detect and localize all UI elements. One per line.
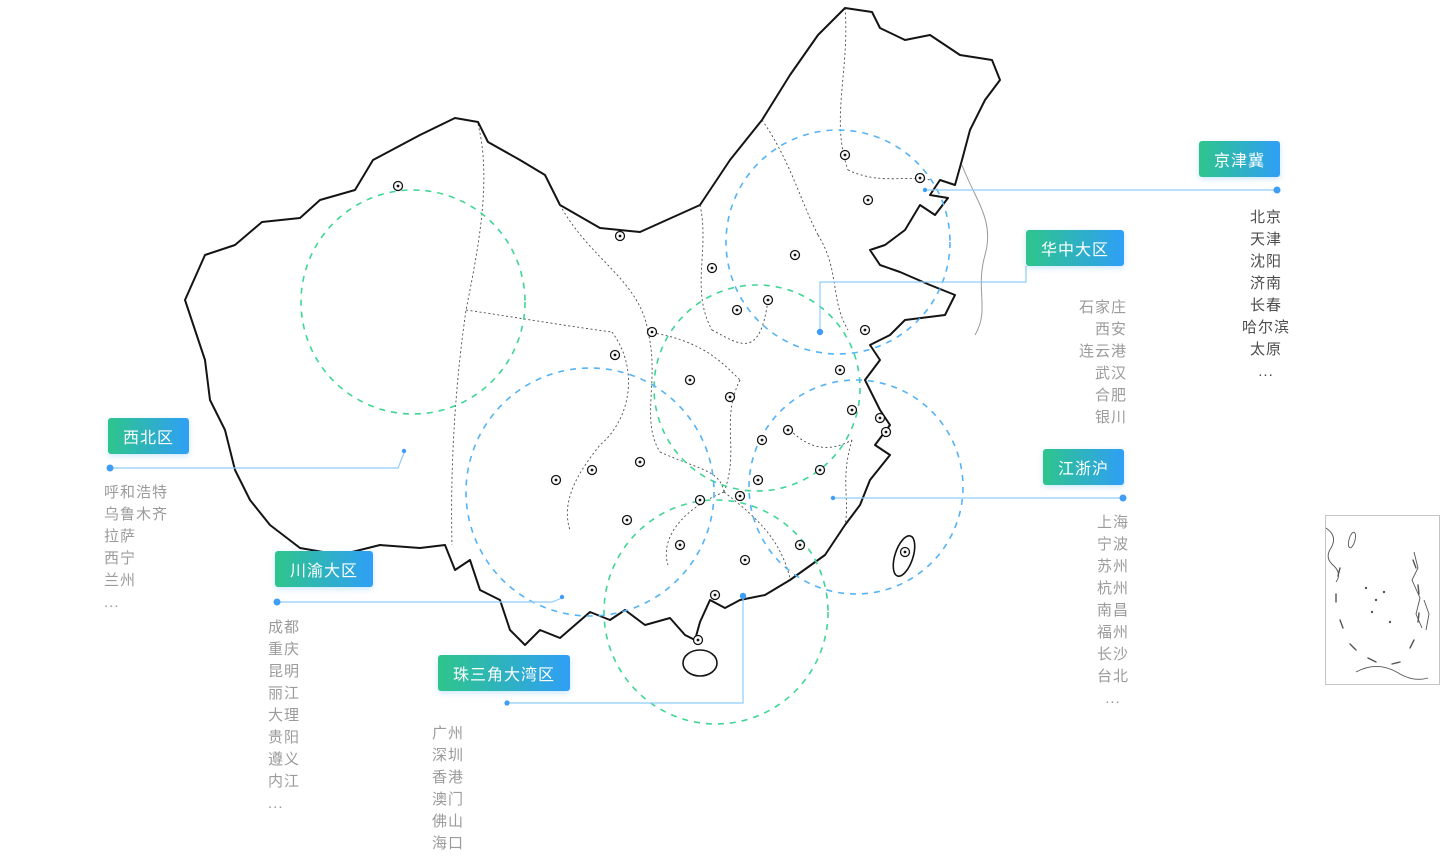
city-item: 台北 — [1096, 668, 1129, 685]
city-item: 武汉 — [1094, 365, 1127, 382]
city-item: ... — [432, 857, 448, 868]
city-item: 拉萨 — [104, 528, 137, 545]
city-item: 内江 — [268, 773, 301, 790]
south-china-sea-inset — [1325, 515, 1440, 685]
city-item: ... — [1258, 363, 1274, 380]
province-borders — [451, 7, 931, 579]
city-item: 兰州 — [104, 572, 137, 589]
city-item: 西安 — [1094, 321, 1127, 338]
city-item: 重庆 — [268, 641, 301, 658]
circle-northwest — [300, 189, 526, 415]
region-button-huazhong[interactable]: 华中大区 — [1026, 230, 1125, 266]
city-item: ... — [268, 795, 284, 812]
city-item: 广州 — [432, 725, 465, 742]
city-item: 丽江 — [268, 685, 301, 702]
leader-zhusanjiao — [507, 598, 744, 704]
city-item: 石家庄 — [1078, 299, 1127, 316]
circle-huazhong — [653, 284, 861, 492]
city-list-zhusanjiao: 广州 深圳 香港 澳门 佛山 海口 ... — [432, 723, 464, 868]
region-button-xibei[interactable]: 西北区 — [108, 418, 190, 454]
city-item: 昆明 — [268, 663, 301, 680]
circle-jingjinji — [725, 129, 951, 355]
city-item: 沈阳 — [1249, 253, 1282, 270]
city-list-xibei: 呼和浩特 乌鲁木齐 拉萨 西宁 兰州 ... — [104, 482, 168, 614]
hainan-island — [682, 649, 718, 677]
city-item: 大理 — [268, 707, 301, 724]
city-item: 成都 — [268, 619, 301, 636]
city-item: 香港 — [432, 769, 465, 786]
city-item: 宁波 — [1096, 536, 1129, 553]
leader-chuanyu — [277, 597, 563, 603]
region-button-jingjinji[interactable]: 京津冀 — [1199, 141, 1281, 177]
city-item: 合肥 — [1094, 387, 1127, 404]
city-item: 澳门 — [432, 791, 465, 808]
region-button-zhusanjiao[interactable]: 珠三角大湾区 — [438, 655, 571, 691]
city-item: 杭州 — [1096, 580, 1129, 597]
city-item: 长沙 — [1096, 646, 1129, 663]
city-item: 西宁 — [104, 550, 137, 567]
city-item: 天津 — [1249, 231, 1282, 248]
city-list-jingjinji: 北京 天津 沈阳 济南 长春 哈尔滨 太原 ... — [1214, 207, 1318, 383]
city-item: 乌鲁木齐 — [104, 506, 169, 523]
city-item: 连云港 — [1078, 343, 1127, 360]
city-item: 上海 — [1096, 514, 1129, 531]
city-item: 银川 — [1094, 409, 1127, 426]
region-button-jiangzhehu[interactable]: 江浙沪 — [1043, 449, 1125, 485]
city-item: 南昌 — [1096, 602, 1129, 619]
city-list-jiangzhehu: 上海 宁波 苏州 杭州 南昌 福州 长沙 台北 ... — [1061, 512, 1165, 710]
city-item: 海口 — [432, 835, 465, 852]
city-item: 苏州 — [1096, 558, 1129, 575]
city-item: 北京 — [1249, 209, 1282, 226]
city-item: 长春 — [1249, 297, 1282, 314]
city-markers — [392, 149, 926, 646]
city-item: ... — [1105, 690, 1121, 707]
city-item: 太原 — [1249, 341, 1282, 358]
city-list-chuanyu: 成都 重庆 昆明 丽江 大理 贵阳 遵义 内江 ... — [268, 617, 300, 815]
leader-xibei — [110, 452, 405, 469]
china-outline — [184, 7, 1001, 677]
taiwan-island — [892, 535, 916, 577]
city-item: 福州 — [1096, 624, 1129, 641]
city-item: 济南 — [1249, 275, 1282, 292]
city-item: 深圳 — [432, 747, 465, 764]
circle-zhusanjiao — [603, 499, 829, 725]
city-item: ... — [104, 594, 120, 611]
city-item: 遵义 — [268, 751, 301, 768]
leader-huazhong — [819, 266, 1027, 330]
leader-dots — [106, 186, 1281, 706]
coverage-circles — [300, 129, 964, 725]
leader-lines — [110, 189, 1277, 704]
circle-chuanyu — [465, 367, 715, 617]
city-item: 哈尔滨 — [1241, 319, 1290, 336]
city-item: 佛山 — [432, 813, 465, 830]
city-item: 呼和浩特 — [104, 484, 169, 501]
circle-jiangzhehu — [748, 379, 964, 595]
region-button-chuanyu[interactable]: 川渝大区 — [275, 551, 374, 587]
city-list-huazhong: 石家庄 西安 连云港 武汉 合肥 银川 — [1029, 297, 1127, 429]
korea-coastline — [961, 164, 989, 336]
city-item: 贵阳 — [268, 729, 301, 746]
